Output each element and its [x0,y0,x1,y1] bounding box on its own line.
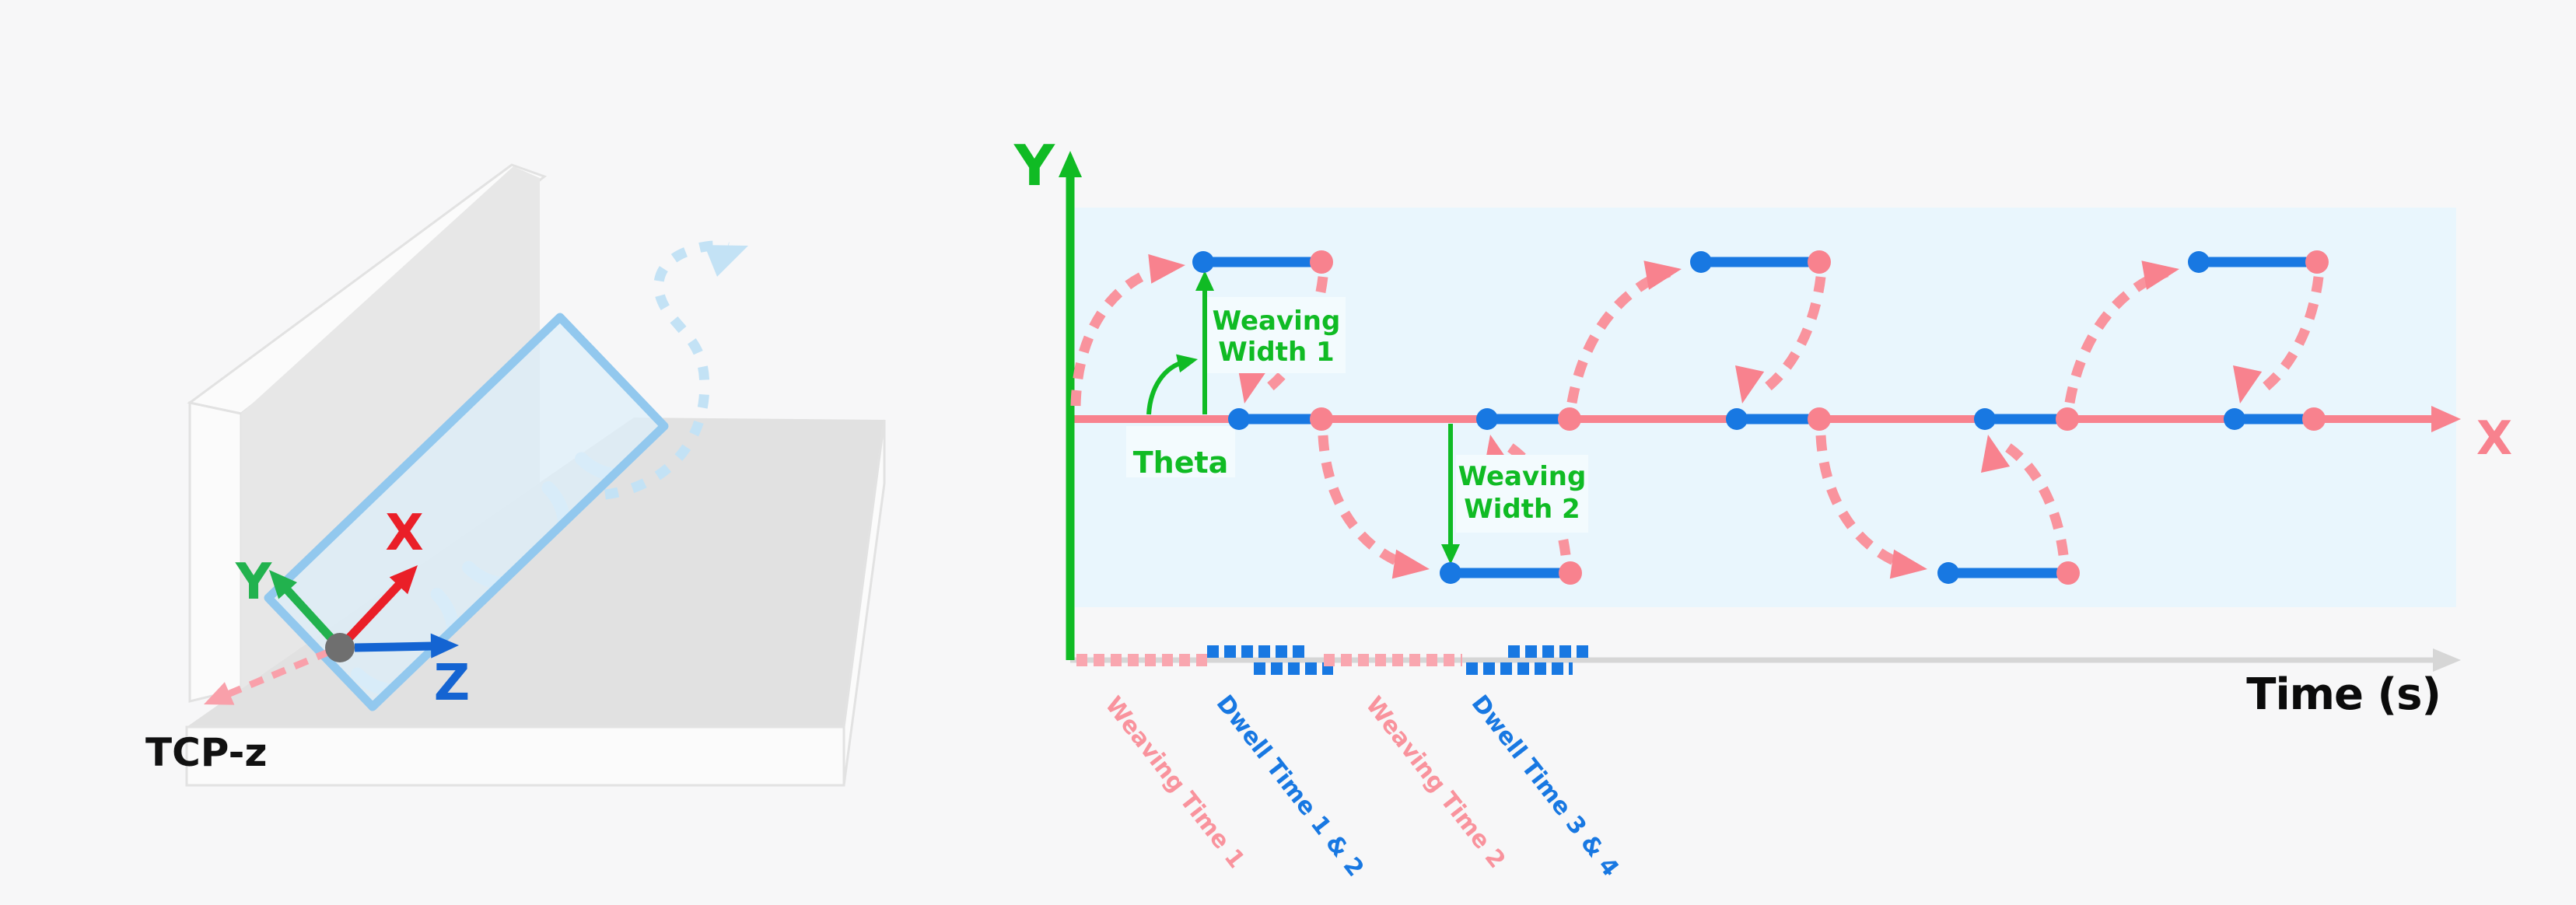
weave-curve-arrowhead [1148,253,1185,284]
dwell-start-dot [2188,251,2210,273]
x-axis-arrowhead [2431,406,2461,432]
theta-arc-head [1176,354,1198,373]
weave-direction-swirl [604,240,748,500]
base-plate-right-face [842,419,886,786]
dwell-end-dot [1310,250,1333,274]
time-axis-label: Time (s) [2246,669,2441,720]
dwell-start-dot [1690,251,1712,273]
dwell-end-dot [2056,407,2079,431]
weave-curve-arrowhead [2232,365,2263,404]
dwell-end-dot [1559,561,1582,585]
workpiece-illustration: X Y Z TCP-z [145,163,886,787]
weld-scan-plane [264,313,669,711]
chart-x-axis-label: X [2476,411,2512,466]
swirl-dashed-path [604,240,730,500]
annotation-box [1207,297,1346,373]
base-plate-front-face [185,725,845,787]
dwell-start-dot [1228,408,1250,430]
weaving-width-1-label-line2: Width 1 [1218,337,1334,368]
dwell-end-dot [2056,561,2080,585]
dwell-start-dot [1440,562,1461,584]
weave-curve-arrowhead [2141,260,2179,290]
weave-curve [2259,276,2324,393]
dwell-start-dot [1476,408,1498,430]
axis-label-x-3d: X [385,505,423,562]
tcp-z-label: TCP-z [145,730,267,775]
dwell-end-dot [1310,407,1333,431]
annotation-boxes [1126,297,1588,533]
weave-curve [2002,441,2069,556]
weaving-pattern-chart: Y X Time (s) Theta Weaving Width 1 Weavi… [1013,133,2512,882]
tcp-coordinate-triad [204,565,459,705]
weaving-width-2-arrow-head [1441,544,1460,564]
weaving-width-1-arrow-head [1195,271,1214,291]
weave-curve [1318,435,1412,571]
weave-curve-arrowhead [1391,549,1430,579]
weave-curve [1815,435,1909,571]
tcp-z-arrow [222,648,331,700]
weaving-width-1-label-line1: Weaving [1213,306,1341,337]
dwell-end-dot [1808,407,1831,431]
chart-background [1075,208,2456,607]
dwell-segments [1192,250,2329,585]
x-arrow-head [389,565,418,595]
y-axis-arrowhead [1059,151,1082,177]
chart-y-axis-label: Y [1013,133,1055,198]
origin-dot [325,633,355,662]
dimension-arrows [1146,271,1460,564]
axis-label-y-3d: Y [235,554,272,611]
dwell-start-dot [1192,251,1214,273]
weave-curve-arrowhead [1734,365,1765,404]
annotation-box [1456,455,1588,533]
axis-label-z-3d: Z [434,655,470,712]
dwell-end-dot [1808,250,1831,274]
weave-curve [1762,276,1826,393]
weave-curve [1070,264,1162,407]
annotation-box [1126,426,1235,477]
weaving-width-2-label-line2: Width 2 [1464,494,1580,525]
weave-curve-arrowhead [1643,260,1682,290]
weaving-width-2-label-line1: Weaving [1458,461,1587,492]
dwell-end-dot [1558,407,1581,431]
dwell-start-dot [1726,408,1748,430]
swirl-arrowhead [704,245,748,277]
tcp-z-arrowhead [204,682,235,705]
theta-label: Theta [1133,446,1229,480]
z-arrow-head [430,633,459,659]
dwell-start-dot [1937,562,1959,584]
weave-curve-arrowhead [1980,435,2011,473]
dwell-start-dot [1974,408,1996,430]
timeline-dash-marks [1076,645,1591,675]
dwell-end-dot [2305,250,2329,274]
dwell-start-dot [2224,408,2245,430]
y-arrow-head [269,570,297,599]
wall-plate-left-face [188,401,243,703]
z-arrow [354,641,433,652]
weave-curve-arrowhead [1237,365,1267,404]
dwell-end-dot [2302,407,2326,431]
weave-curve-arrowhead [1889,549,1927,579]
time-axis-arrowhead [2433,648,2461,672]
